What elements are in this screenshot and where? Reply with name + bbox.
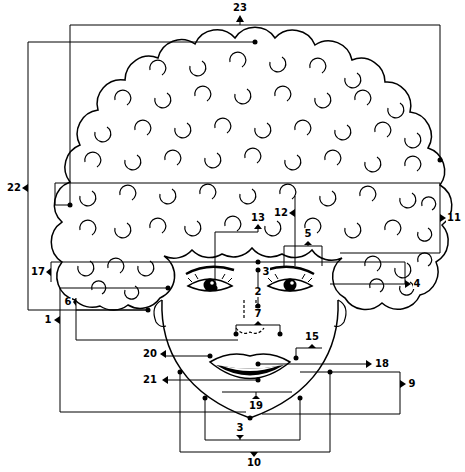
landmark-dot <box>203 396 208 401</box>
teeth <box>222 366 278 371</box>
callout-number: 18 <box>374 359 390 369</box>
callout-number: 22 <box>6 183 22 193</box>
callout-number: 23 <box>232 3 248 13</box>
callout-number: 2 <box>254 287 263 297</box>
callout-number: 4 <box>413 279 422 289</box>
callout-number: 13 <box>250 213 266 223</box>
landmark-dot <box>213 286 218 291</box>
callout-number: 19 <box>248 401 264 411</box>
callout-number: 15 <box>304 332 320 342</box>
lips <box>210 354 290 379</box>
hair-outline <box>51 27 452 310</box>
dimension-lines <box>28 22 440 452</box>
landmark-dot <box>146 308 151 313</box>
landmark-dot <box>298 396 303 401</box>
eye-highlight <box>210 281 214 285</box>
callout-number: 10 <box>246 458 262 468</box>
face-outline <box>162 300 338 418</box>
arrowheads <box>22 15 446 457</box>
landmark-dot <box>278 332 283 337</box>
callout-number: 1 <box>44 315 53 325</box>
landmark-dot <box>256 304 261 309</box>
callout-number: 20 <box>142 349 158 359</box>
callout-number: 3 <box>262 267 271 277</box>
callout-number: 11 <box>446 213 462 223</box>
landmark-dot <box>208 354 213 359</box>
landmark-dot <box>256 260 261 265</box>
mouth-opening <box>216 365 284 376</box>
landmark-dot <box>248 416 253 421</box>
callout-number: 9 <box>408 379 417 389</box>
landmark-dot <box>68 203 73 208</box>
callout-number: 21 <box>142 375 158 385</box>
callout-number: 17 <box>30 267 46 277</box>
ear <box>154 300 346 327</box>
eye <box>188 279 312 291</box>
callout-number: 5 <box>304 229 313 239</box>
landmark-dot <box>256 378 261 383</box>
callout-number: 7 <box>254 309 263 319</box>
iris <box>284 279 297 292</box>
landmark-dot <box>253 40 258 45</box>
eyelashes <box>188 274 312 282</box>
nose <box>236 300 264 333</box>
landmark-dot <box>234 332 239 337</box>
landmark-dot <box>294 356 299 361</box>
eye-highlight <box>290 281 294 285</box>
landmark-dot <box>178 370 183 375</box>
eyebrow <box>186 267 314 274</box>
callout-number: 6 <box>64 297 73 307</box>
landmark-dot <box>166 286 171 291</box>
callout-number: 12 <box>273 208 289 218</box>
callout-number: 3 <box>236 423 245 433</box>
landmark-dot <box>328 370 333 375</box>
landmark-dot <box>438 158 443 163</box>
landmark-dots <box>68 40 443 421</box>
landmark-dot <box>256 268 261 273</box>
landmark-dot <box>256 362 261 367</box>
